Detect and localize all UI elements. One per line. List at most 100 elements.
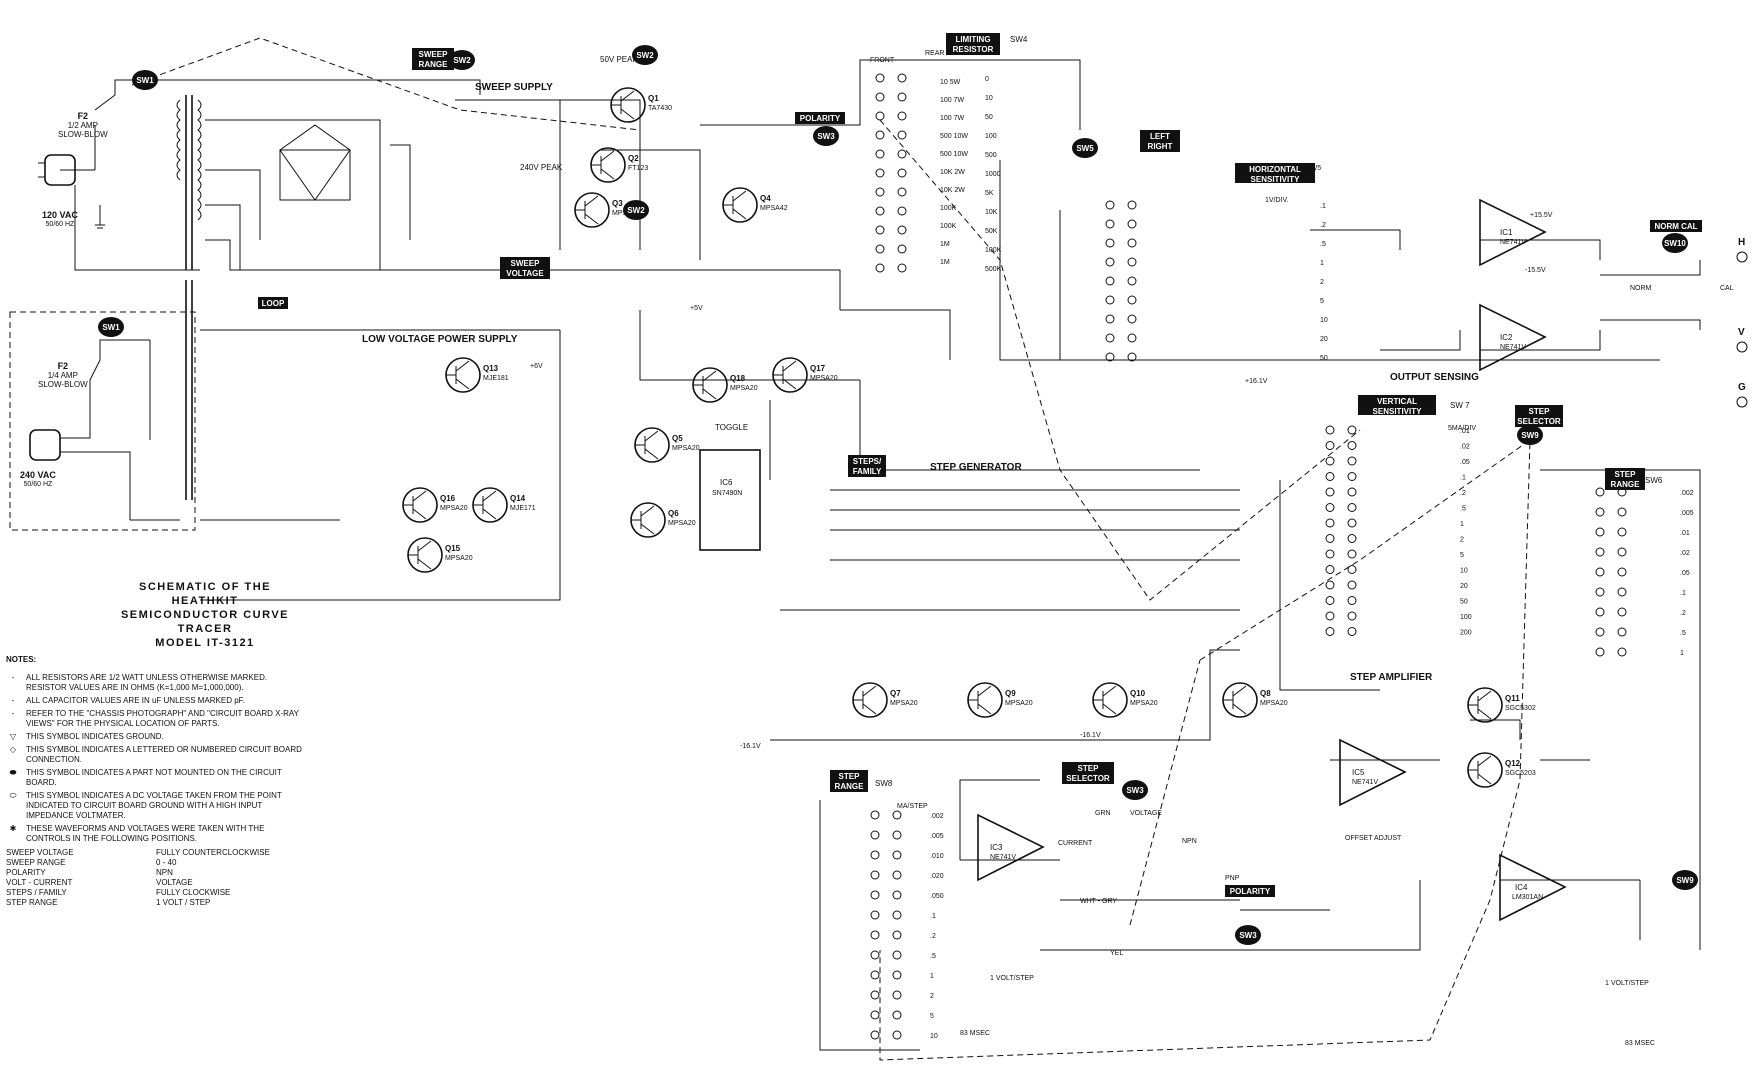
step-range-right-switch-contact-1 (1595, 507, 1605, 517)
ic4-opamp: IC4 LM301AN (1499, 853, 1567, 922)
step-range-bottom-switch-contact-10 (870, 1010, 880, 1020)
vertical-switch-contact-b-3 (1347, 472, 1357, 481)
selector-text-steps-family-1: FAMILY (853, 467, 882, 476)
switch-badge-sw9-8: SW9 (1517, 425, 1543, 445)
transistor-ref-q3: Q3 (612, 199, 623, 208)
ic5-label: IC5 (1352, 768, 1365, 777)
horizontal-switch-tap-8: 50 (1320, 355, 1328, 362)
horizontal-switch-tap-1: .2 (1320, 222, 1326, 229)
sweep-supply-title: SWEEP SUPPLY (475, 82, 553, 93)
switch-badge-text-7: SW5 (1076, 144, 1094, 153)
vertical-switch-contact-b-1 (1347, 441, 1357, 450)
limiting-switch-contact-5 (875, 168, 885, 178)
ic6-counter: IC6 SN7490N (699, 449, 761, 551)
output-jack-label-g: G (1738, 382, 1746, 393)
switch-badge-sw2-3: SW2 (623, 200, 649, 220)
step-range-bottom-switch-tap-1: .005 (930, 833, 944, 840)
offset-adjust-label: OFFSET ADJUST (1345, 835, 1402, 842)
horizontal-switch-contact-3 (1105, 257, 1115, 267)
rail-label-5: +5V (690, 305, 703, 312)
msec-label-2: 83 MSEC (1625, 1040, 1655, 1047)
transistor-ref-q9: Q9 (1005, 689, 1016, 698)
step-range-bottom-switch-tap-0: .002 (930, 813, 944, 820)
transistor-part-q5: MPSA20 (672, 445, 700, 452)
transistor-part-q4: MPSA42 (760, 205, 788, 212)
step-range-bottom-switch-contact-b-0 (892, 810, 902, 820)
vertical-switch-contact-b-5 (1347, 503, 1357, 512)
control-position: VOLTAGE (156, 878, 193, 887)
step-range-bottom-switch-tap-4: .050 (930, 893, 944, 900)
horizontal-switch-contact-b-5 (1127, 295, 1137, 305)
transistor-part-q6: MPSA20 (668, 520, 696, 527)
fuse-120-name: F2 (77, 111, 89, 121)
limiting-switch-contact-1 (875, 92, 885, 102)
switch-badge-sw2-2: SW2 (632, 45, 658, 65)
step-range-right-switch-tap-7: .5 (1680, 630, 1686, 637)
horizontal-switch-contact-b-2 (1127, 238, 1137, 248)
note-text: THIS SYMBOL INDICATES A DC VOLTAGE TAKEN… (26, 791, 282, 820)
ic3-opamp: IC3 NE741V (977, 813, 1045, 882)
selector-text-horizontal-sensitivity-0: HORIZONTAL (1249, 165, 1301, 174)
step-range-bottom-switch-contact-3 (870, 870, 880, 880)
step-range-right-switch-tap-2: .01 (1680, 530, 1690, 537)
transformer-t1 (176, 95, 202, 500)
rail-label-3: -16.1V (1080, 732, 1101, 739)
step-range-bottom-switch-contact-4 (870, 890, 880, 900)
step-range-right-switch-contact-b-5 (1617, 587, 1627, 597)
transistor-ref-q2: Q2 (628, 154, 639, 163)
fuse-240-type: SLOW-BLOW (38, 380, 88, 389)
transistor-ref-q7: Q7 (890, 689, 901, 698)
vertical-switch-contact-b-10 (1347, 580, 1357, 590)
transistor-part-q11: SGC5302 (1505, 705, 1536, 712)
step-range-bottom-switch-contact-b-7 (892, 950, 902, 960)
fuse-240-block: F2 1/4 AMP SLOW-BLOW (38, 362, 88, 390)
switch-badge-sw2-1: SW2 (449, 50, 475, 70)
horizontal-switch-tap-2: .5 (1320, 241, 1326, 248)
switch-badge-sw3-4: SW3 (813, 126, 839, 146)
horizontal-switch-contact-5 (1105, 295, 1115, 305)
vertical-switch-contact-b-8 (1347, 549, 1357, 559)
transistor-part-q2: FT123 (628, 165, 648, 172)
limiting-switch-contact-10 (875, 263, 885, 273)
vertical-switch-contact-13 (1325, 627, 1335, 636)
bottom-terminal-pnp: PNP (1225, 875, 1240, 882)
control-position: 1 VOLT / STEP (156, 898, 211, 907)
note-symbol-icon: ◇ (9, 745, 17, 754)
vertical-switch-contact-b-6 (1347, 518, 1357, 528)
vertical-switch-contact-6 (1325, 518, 1335, 528)
transistor-ref-q14: Q14 (510, 494, 526, 503)
horizontal-switch-tap-0: .1 (1320, 203, 1326, 210)
note-symbol-icon: ⬬ (9, 768, 17, 777)
switch-badge-sw3-5: SW3 (1235, 925, 1261, 945)
limiting-value-9: 1M (940, 241, 950, 248)
step-range-bottom-switch-tap-9: 2 (930, 993, 934, 1000)
bottom-terminal-wht-gry: WHT - GRY (1080, 898, 1117, 905)
ic5-part: NE741V (1352, 779, 1378, 786)
vertical-switch-tap-12: 100 (1460, 614, 1472, 621)
note-symbol-icon: - (11, 709, 15, 718)
transistor-ref-q11: Q11 (1505, 694, 1520, 703)
ic3-label: IC3 (990, 843, 1003, 852)
transistor-ref-q5: Q5 (672, 434, 683, 443)
title-line-1: SCHEMATIC OF THE (139, 581, 271, 593)
step-range-right-switch-tap-6: .2 (1680, 610, 1686, 617)
step-range-bottom-switch-contact-b-5 (892, 910, 902, 920)
limiting-switch-contact-b-8 (897, 225, 907, 235)
rail-label-0: +15.5V (1530, 212, 1553, 219)
mains-120-voltage: 120 VAC (42, 210, 78, 220)
step-range-right-switch-tap-1: .005 (1680, 510, 1694, 517)
sw8-label: SW8 (875, 779, 893, 788)
ma-step-label: MA/STEP (897, 803, 928, 810)
control-name: SWEEP RANGE (6, 858, 66, 867)
